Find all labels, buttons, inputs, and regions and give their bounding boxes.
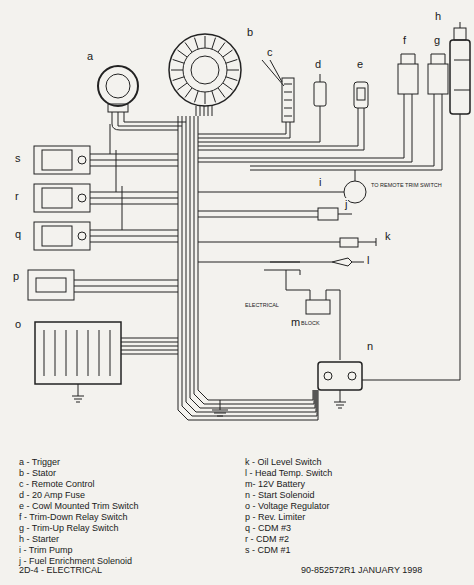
key-entry: d - 20 Amp Fuse: [18, 491, 86, 501]
wire-label: BLOCK: [300, 320, 321, 326]
harness-wire: [178, 116, 318, 420]
battery-symbol: [264, 262, 340, 360]
stator-tooth: [177, 83, 187, 90]
callout-letter: r: [14, 190, 20, 202]
stator-tooth: [205, 92, 206, 104]
callout-letter: o: [14, 318, 22, 330]
regulator-fin: [55, 330, 56, 376]
stator-tooth: [226, 77, 237, 81]
key-entry: e - Cowl Mounted Trim Switch: [18, 502, 140, 512]
regulator-fin: [110, 330, 111, 376]
trim-pump-symbol: [198, 170, 366, 203]
stator-tooth: [185, 42, 192, 52]
wire-label: TO REMOTE TRIM SWITCH: [370, 182, 443, 188]
regulator-fin: [66, 330, 67, 376]
stator-tooth: [194, 38, 198, 49]
key-entry: h - Starter: [18, 535, 60, 545]
stator-tooth: [223, 50, 233, 57]
key-entry: c - Remote Control: [18, 480, 96, 490]
starter-symbol: [362, 22, 470, 380]
harness-wire: [186, 116, 316, 412]
callout-letter: n: [366, 340, 374, 352]
stator-tooth: [223, 83, 233, 90]
ground-symbol: [212, 400, 228, 416]
fuse-symbol: [198, 74, 326, 142]
callout-letter: e: [356, 58, 364, 70]
key-entry: p - Rev. Limiter: [244, 513, 306, 523]
regulator-fin: [77, 330, 78, 376]
regulator-fin: [88, 330, 89, 376]
trigger-symbol: [98, 66, 186, 130]
oil-switch-symbol: [198, 238, 376, 247]
key-entry: g - Trim-Up Relay Switch: [18, 524, 120, 534]
key-entry: i - Trim Pump: [18, 546, 74, 556]
callout-letter: k: [384, 230, 392, 242]
stator-tooth: [205, 36, 206, 48]
callout-letter: j: [344, 198, 348, 210]
callout-letter: d: [314, 58, 322, 70]
stator-tooth: [185, 88, 192, 98]
stator-tooth: [212, 91, 216, 102]
wire-label: ELECTRICAL: [244, 302, 280, 308]
stator-tooth: [173, 59, 184, 63]
key-entry: r - CDM #2: [244, 535, 290, 545]
stator-tooth: [212, 38, 216, 49]
stator-tooth: [218, 88, 225, 98]
wire-harness: [178, 116, 318, 420]
key-entry: l - Head Temp. Switch: [244, 469, 333, 479]
callout-letter: l: [366, 254, 370, 266]
solenoid-symbol: [198, 208, 352, 220]
footer-text: 90-852572R1 JANUARY 1998: [300, 566, 423, 576]
harness-wire: [198, 116, 313, 400]
start-solenoid-symbol: [318, 362, 362, 408]
callout-letter: f: [402, 34, 407, 46]
callout-letter: b: [246, 26, 254, 38]
stator-tooth: [171, 70, 183, 71]
rev-limiter-symbol: [28, 270, 178, 300]
key-entry: m- 12V Battery: [244, 480, 306, 490]
trim-switch-symbol: [198, 82, 368, 150]
cdm-symbol: [34, 124, 178, 250]
callout-letter: a: [86, 50, 94, 62]
stator-symbol: [169, 34, 241, 116]
key-entry: q - CDM #3: [244, 524, 292, 534]
key-entry: b - Stator: [18, 469, 57, 479]
key-entry: k - Oil Level Switch: [244, 458, 323, 468]
key-entry: n - Start Solenoid: [244, 491, 316, 501]
key-entry: a - Trigger: [18, 458, 61, 468]
stator-tooth: [226, 59, 237, 63]
remote-control-connector: [198, 60, 294, 138]
callout-letter: h: [434, 10, 442, 22]
key-entry: o - Voltage Regulator: [244, 502, 331, 512]
stator-tooth: [173, 77, 184, 81]
regulator-fin: [99, 330, 100, 376]
regulator-fin: [44, 330, 45, 376]
footer-text: 2D-4 - ELECTRICAL: [18, 566, 103, 576]
callout-letter: s: [14, 152, 22, 164]
relay-symbol: [198, 54, 448, 170]
key-entry: s - CDM #1: [244, 546, 292, 556]
callout-letter: c: [266, 46, 274, 58]
harness-wire: [182, 116, 317, 416]
stator-tooth: [218, 42, 225, 52]
stator-tooth: [194, 91, 198, 102]
stator-tooth: [177, 50, 187, 57]
harness-wire: [190, 116, 315, 408]
stator-tooth: [227, 70, 239, 71]
voltage-regulator-symbol: [35, 322, 178, 402]
key-entry: f - Trim-Down Relay Switch: [18, 513, 129, 523]
callout-letter: i: [318, 176, 322, 188]
callout-letter: g: [433, 34, 441, 46]
callout-letter: q: [14, 228, 22, 240]
callout-letter: p: [12, 270, 20, 282]
harness-wire: [194, 116, 314, 404]
